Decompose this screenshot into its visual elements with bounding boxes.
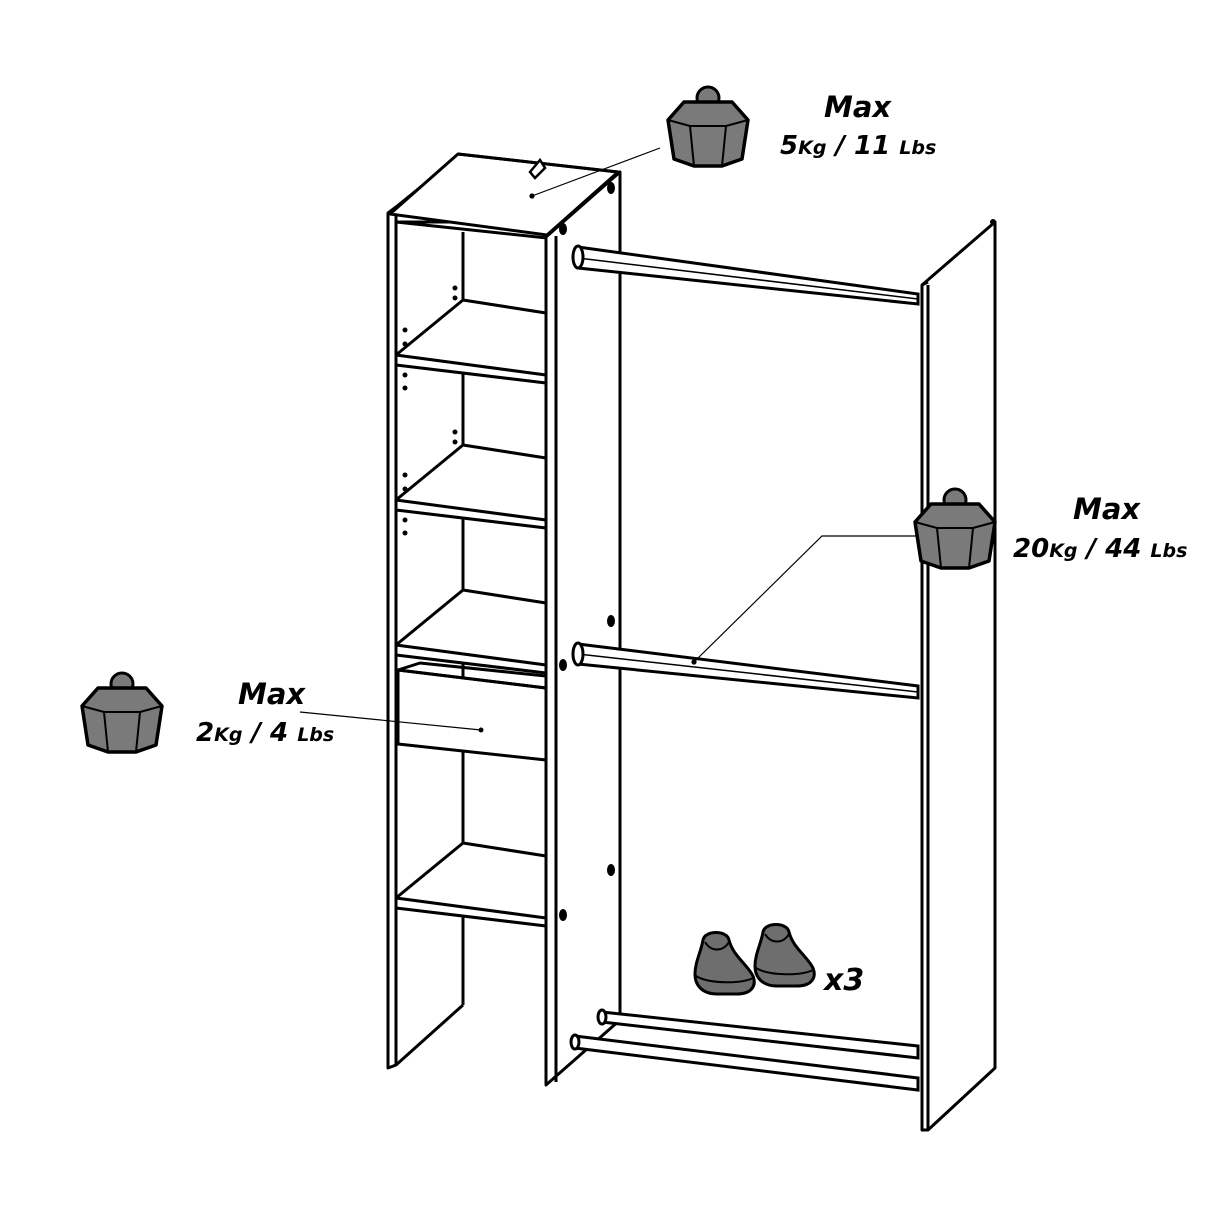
- top-shelf-capacity: 5Kg / 11 Lbs: [780, 133, 936, 159]
- kg-unit: Kg: [1049, 540, 1078, 562]
- lbs-unit: Lbs: [297, 724, 335, 746]
- top-bracket: [528, 157, 547, 180]
- shoes-icon: [693, 923, 816, 996]
- shelf-pin-holes: [402, 285, 458, 536]
- lbs-value: 4: [270, 718, 289, 748]
- separator: /: [1086, 534, 1097, 564]
- lbs-unit: Lbs: [899, 137, 937, 159]
- hanging-rails: [571, 244, 920, 700]
- drawer: [396, 661, 548, 762]
- top-shelf-max-label: Max: [824, 90, 892, 124]
- divider-panel: [544, 170, 622, 1087]
- separator: /: [251, 718, 261, 748]
- weight-icon: [666, 85, 750, 168]
- lbs-unit: Lbs: [1150, 540, 1188, 562]
- kg-unit: Kg: [214, 724, 243, 746]
- kg-value: 5: [780, 131, 799, 161]
- weight-icon: [80, 671, 164, 754]
- hanging-rail-max-label: Max: [1073, 492, 1141, 526]
- shelves: [394, 298, 548, 928]
- kg-unit: Kg: [798, 137, 827, 159]
- shoe-rails: [569, 1008, 920, 1092]
- lbs-value: 44: [1105, 534, 1142, 564]
- kg-value: 2: [196, 718, 215, 748]
- hanging-rail-capacity: 20Kg / 44 Lbs: [1013, 536, 1187, 562]
- shoe-quantity-label: x3: [824, 963, 865, 998]
- lbs-value: 11: [854, 131, 891, 161]
- drawer-capacity: 2Kg / 4 Lbs: [196, 720, 334, 746]
- kg-value: 20: [1013, 534, 1050, 564]
- separator: /: [835, 131, 845, 161]
- drawer-max-label: Max: [238, 677, 306, 711]
- leader-lines: [299, 147, 916, 731]
- right-side-panel: [920, 219, 997, 1132]
